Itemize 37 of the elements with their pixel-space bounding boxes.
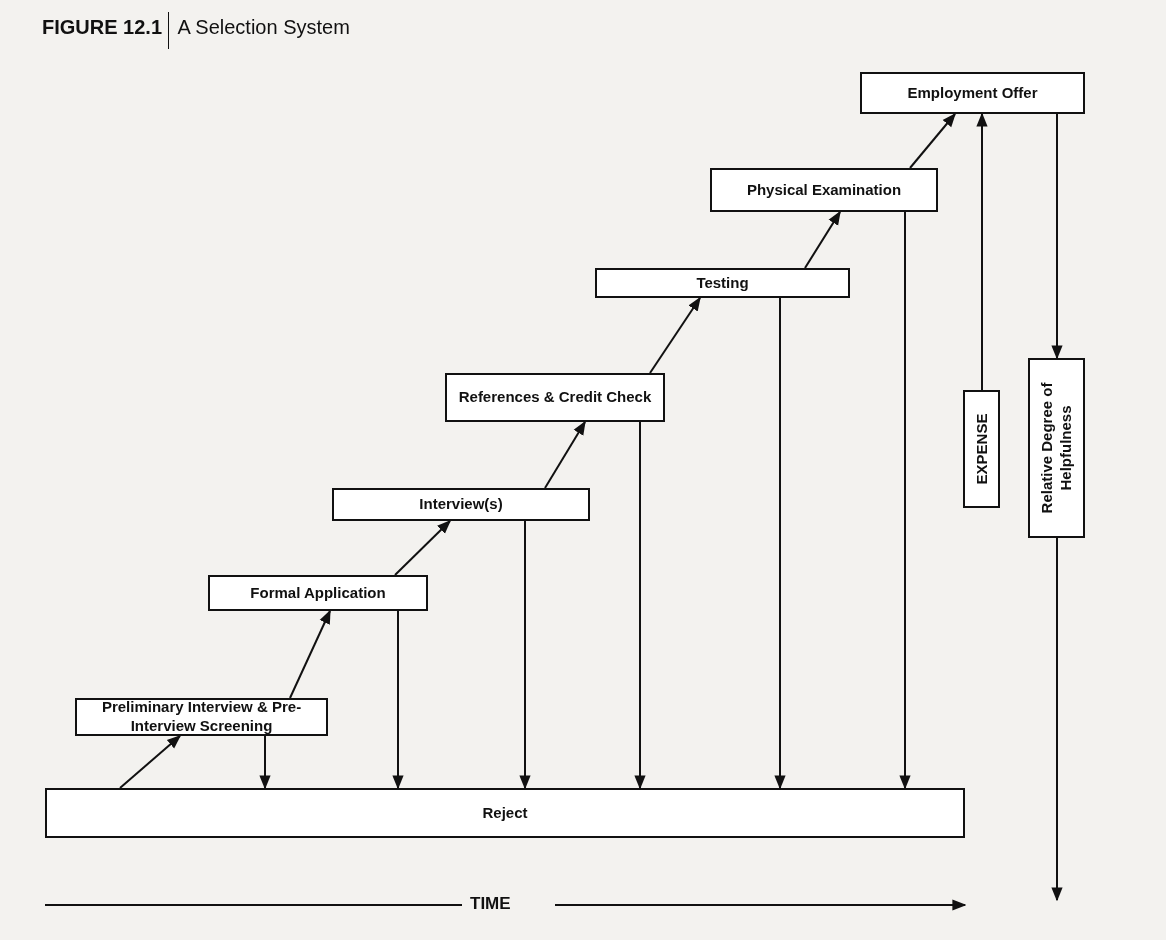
box-label: Preliminary Interview & Pre-Interview Screening <box>101 698 302 736</box>
process-box <box>710 168 938 212</box>
arrow <box>394 520 451 576</box>
arrow <box>259 735 271 790</box>
arrow <box>909 112 956 169</box>
box-label: Reject <box>481 803 529 823</box>
arrow <box>519 520 531 790</box>
process-box <box>208 575 428 611</box>
process-box <box>1028 358 1085 538</box>
arrow <box>774 297 786 790</box>
process-box <box>963 390 1000 508</box>
arrow <box>649 296 701 374</box>
arrow <box>392 610 404 790</box>
box-label: Relative Degree of Helpfulness <box>1037 381 1075 516</box>
process-box <box>595 268 850 298</box>
process-box <box>445 373 665 422</box>
arrow <box>1051 113 1063 360</box>
box-label: Physical Examination <box>746 180 902 200</box>
arrow <box>976 112 988 391</box>
process-box <box>45 788 965 838</box>
arrow <box>634 421 646 790</box>
arrow <box>1051 537 1063 902</box>
box-label: Testing <box>695 273 750 293</box>
box-label: Formal Application <box>250 583 386 603</box>
box-label: Interview(s) <box>418 495 504 514</box>
arrow <box>119 735 182 789</box>
arrow <box>289 609 331 699</box>
process-box <box>860 72 1085 114</box>
process-box <box>75 698 328 736</box>
process-box <box>332 488 590 521</box>
box-label: Employment Offer <box>907 83 1038 103</box>
axis-label: TIME <box>470 894 511 914</box>
arrow <box>544 420 586 489</box>
box-label: EXPENSE <box>972 412 991 487</box>
box-label: References & Credit Check <box>458 388 652 407</box>
arrow <box>804 210 841 269</box>
arrow <box>899 211 911 790</box>
